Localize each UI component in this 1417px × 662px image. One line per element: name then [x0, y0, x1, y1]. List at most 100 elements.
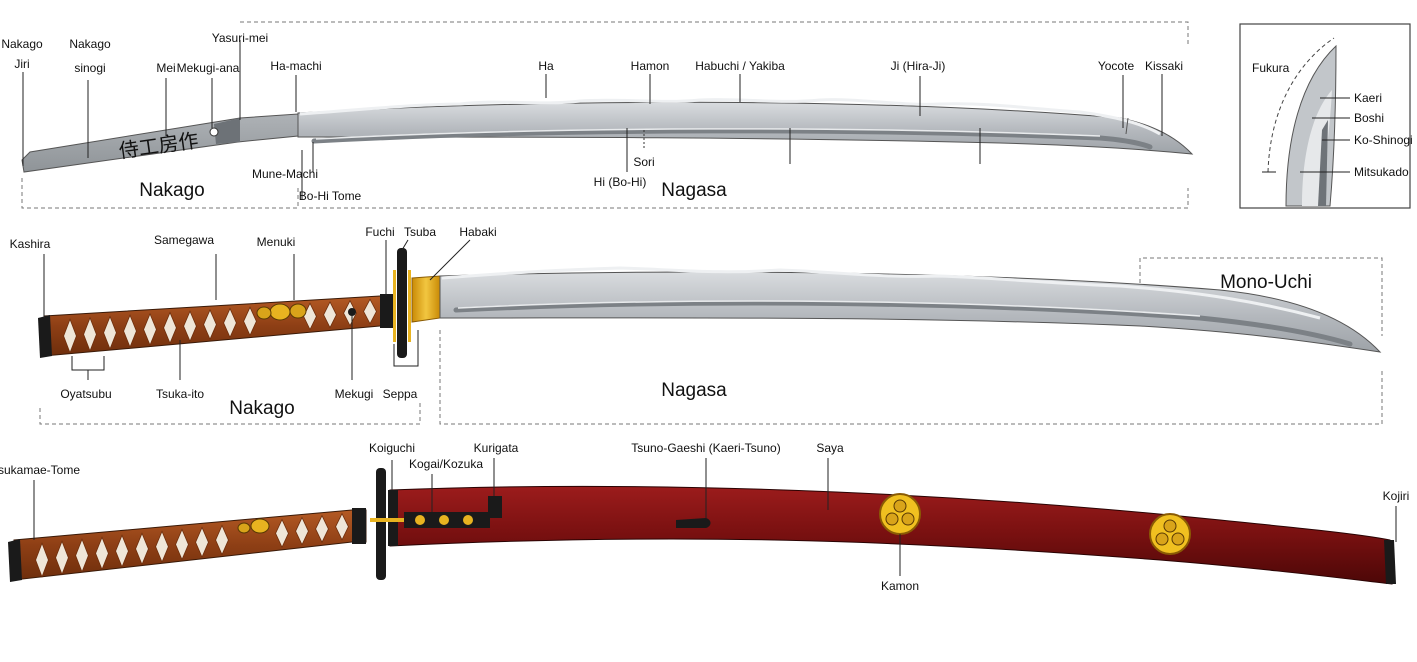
samegawa-diamond — [363, 298, 377, 325]
menuki-ornament — [256, 303, 307, 321]
label-oyatsubu: Oyatsubu — [60, 387, 111, 401]
samegawa-diamond — [163, 311, 177, 345]
yocote-line — [1125, 117, 1129, 135]
kissaki-inset: Fukura Kaeri Boshi Ko-Shinogi Mitsukado — [1239, 23, 1413, 209]
inset-boshi — [1302, 90, 1332, 206]
tsuka-handle — [43, 295, 393, 357]
tsuno-gaeshi-hook — [676, 518, 711, 528]
kurigata-knob — [488, 496, 502, 518]
samegawa-diamond — [143, 312, 157, 347]
fuchi-collar — [380, 294, 394, 328]
label-ha: Ha — [538, 59, 554, 73]
label-saya: Saya — [816, 441, 844, 455]
tsuka-ito-diamonds-3 — [35, 512, 349, 578]
label-ko-shinogi: Ko-Shinogi — [1354, 133, 1413, 147]
hi-groove — [311, 128, 1153, 150]
label-kissaki: Kissaki — [1145, 59, 1183, 73]
label-nakago-region: Nakago — [139, 180, 205, 201]
hamon-line-2 — [441, 266, 1321, 320]
label-mekugi: Mekugi — [335, 387, 374, 401]
label-bo-hi-tome: Bo-Hi Tome — [299, 189, 362, 203]
yasuri-mei-area — [214, 118, 240, 144]
label-nakago-region-2: Nakago — [229, 398, 295, 419]
label-kogai-kozuka: Kogai/Kozuka — [409, 457, 483, 471]
hi-groove-2 — [453, 300, 1353, 347]
sheathed-leader-lines — [33, 458, 1397, 576]
label-kurigata: Kurigata — [474, 441, 519, 455]
samegawa-diamond — [315, 514, 329, 544]
mono-uchi-region-box — [1139, 257, 1383, 336]
label-nagasa-region: Nagasa — [661, 180, 727, 201]
samegawa-diamond — [75, 538, 89, 573]
mekugi-pin — [348, 308, 356, 316]
fuchi-collar-3 — [352, 508, 366, 544]
label-habuchi-yakiba: Habuchi / Yakiba — [695, 59, 785, 73]
label-habaki: Habaki — [459, 225, 496, 239]
label-nakago-sinogi-2: sinogi — [74, 61, 105, 75]
label-yocote: Yocote — [1098, 59, 1135, 73]
bare-blade-group: 侍工房作 Nakago Jiri Nakago sinogi M — [1, 21, 1194, 209]
nagasa-region-box — [240, 21, 1189, 209]
label-kojiri: Kojiri — [1383, 489, 1410, 503]
samegawa-diamond — [135, 532, 149, 566]
habaki-collar — [411, 275, 441, 323]
samegawa-diamond — [103, 315, 117, 351]
label-seppa: Seppa — [383, 387, 418, 401]
label-kashira: Kashira — [10, 237, 51, 251]
label-yasuri-mei: Yasuri-mei — [212, 31, 268, 45]
samegawa-diamond — [55, 540, 69, 576]
kamon-crest-2 — [1149, 513, 1191, 555]
samegawa-diamond — [335, 512, 349, 541]
mounted-leader-lines — [43, 239, 471, 380]
samegawa-diamond — [223, 307, 237, 339]
label-nagasa-region-2: Nagasa — [661, 380, 727, 401]
kojiri-cap — [1384, 540, 1396, 584]
label-ha-machi: Ha-machi — [270, 59, 321, 73]
label-mekugi-ana: Mekugi-ana — [177, 61, 240, 75]
label-tsukamae-tome: Tsukamae-Tome — [0, 463, 80, 477]
samegawa-diamond — [63, 318, 77, 354]
samegawa-diamond — [275, 518, 289, 549]
samegawa-diamond — [243, 306, 257, 337]
label-nakago-sinogi: Nakago — [69, 37, 111, 51]
label-mitsukado: Mitsukado — [1354, 165, 1409, 179]
tsuka-handle-3 — [13, 509, 367, 581]
label-hamon: Hamon — [631, 59, 670, 73]
label-koiguchi: Koiguchi — [369, 441, 415, 455]
mounted-sword-group: Kashira Samegawa Menuki Fuchi Tsuba Haba… — [10, 225, 1383, 425]
samegawa-diamond — [215, 524, 229, 556]
label-kaeri: Kaeri — [1354, 91, 1382, 105]
menuki-ornament-3 — [237, 518, 270, 534]
samegawa-diamond — [155, 530, 169, 564]
mei-inscription: 侍工房作 — [117, 128, 200, 163]
kashira-cap — [38, 315, 52, 358]
seppa-washer — [393, 270, 396, 342]
label-mei: Mei — [156, 61, 175, 75]
tsuba-guard — [397, 248, 407, 358]
nakago-region-box-2 — [39, 402, 421, 425]
label-mune-machi: Mune-Machi — [252, 167, 318, 181]
tsuka-ito-diamonds — [63, 298, 377, 354]
label-fuchi: Fuchi — [365, 225, 394, 239]
label-tsuno-gaeshi: Tsuno-Gaeshi (Kaeri-Tsuno) — [631, 441, 780, 455]
samegawa-diamond — [83, 316, 97, 352]
nagasa-region-box-2 — [439, 330, 1383, 425]
sheathed-sword-group: Tsukamae-Tome Koiguchi Kogai/Kozuka Kuri… — [0, 441, 1409, 593]
label-kamon: Kamon — [881, 579, 919, 593]
samegawa-diamond — [195, 526, 209, 559]
label-tsuba: Tsuba — [404, 225, 436, 239]
label-nakago-jiri: Nakago — [1, 37, 43, 51]
mekugi-ana-hole — [209, 127, 219, 137]
label-menuki: Menuki — [257, 235, 296, 249]
samegawa-diamond — [35, 542, 49, 578]
label-fukura: Fukura — [1252, 61, 1290, 75]
label-mono-uchi: Mono-Uchi — [1220, 272, 1312, 293]
tsuba-guard-3 — [376, 468, 386, 580]
kamon-crest-1 — [879, 493, 921, 535]
label-boshi: Boshi — [1354, 111, 1384, 125]
label-ji: Ji (Hira-Ji) — [891, 59, 946, 73]
inset-ko-shinogi — [1318, 120, 1328, 206]
samegawa-diamond — [175, 528, 189, 561]
label-samegawa: Samegawa — [154, 233, 214, 247]
